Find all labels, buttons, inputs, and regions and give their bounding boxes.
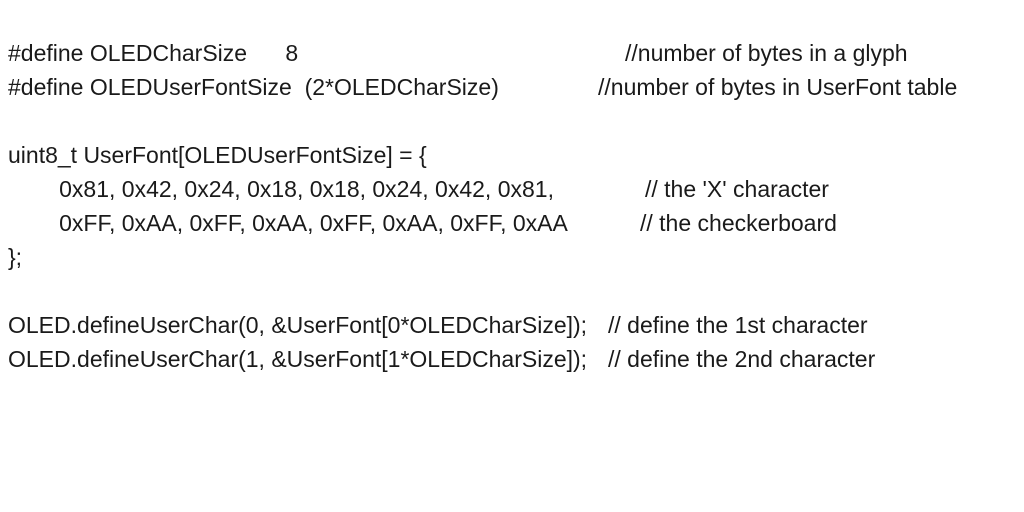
- code-line: #define OLEDCharSize 8 //number of bytes…: [0, 36, 1024, 70]
- code-line: uint8_t UserFont[OLEDUserFontSize] = {: [0, 138, 1024, 172]
- code-text: OLED.defineUserChar(0, &UserFont[0*OLEDC…: [8, 312, 588, 338]
- code-line-blank: [0, 104, 1024, 138]
- code-comment: // define the 1st character: [608, 312, 868, 338]
- code-line: };: [0, 240, 1024, 274]
- code-text: 0xFF, 0xAA, 0xFF, 0xAA, 0xFF, 0xAA, 0xFF…: [8, 210, 568, 236]
- code-line: 0xFF, 0xAA, 0xFF, 0xAA, 0xFF, 0xAA, 0xFF…: [0, 206, 1024, 240]
- code-comment: // the checkerboard: [640, 210, 837, 236]
- code-text: 0x81, 0x42, 0x24, 0x18, 0x18, 0x24, 0x42…: [8, 176, 554, 202]
- code-line: OLED.defineUserChar(1, &UserFont[1*OLEDC…: [0, 342, 1024, 376]
- code-comment: //number of bytes in a glyph: [625, 40, 908, 66]
- code-line-blank: [0, 274, 1024, 308]
- code-text: #define OLEDCharSize 8: [8, 40, 299, 66]
- code-text: #define OLEDUserFontSize (2*OLEDCharSize…: [8, 74, 499, 100]
- code-line: #define OLEDUserFontSize (2*OLEDCharSize…: [0, 70, 1024, 104]
- code-text: OLED.defineUserChar(1, &UserFont[1*OLEDC…: [8, 346, 588, 372]
- code-line: OLED.defineUserChar(0, &UserFont[0*OLEDC…: [0, 308, 1024, 342]
- code-text: };: [8, 244, 23, 270]
- code-line: 0x81, 0x42, 0x24, 0x18, 0x18, 0x24, 0x42…: [0, 172, 1024, 206]
- code-comment: // the 'X' character: [645, 176, 829, 202]
- code-comment: // define the 2nd character: [608, 346, 876, 372]
- code-text: uint8_t UserFont[OLEDUserFontSize] = {: [8, 142, 427, 168]
- code-comment: //number of bytes in UserFont table: [598, 74, 958, 100]
